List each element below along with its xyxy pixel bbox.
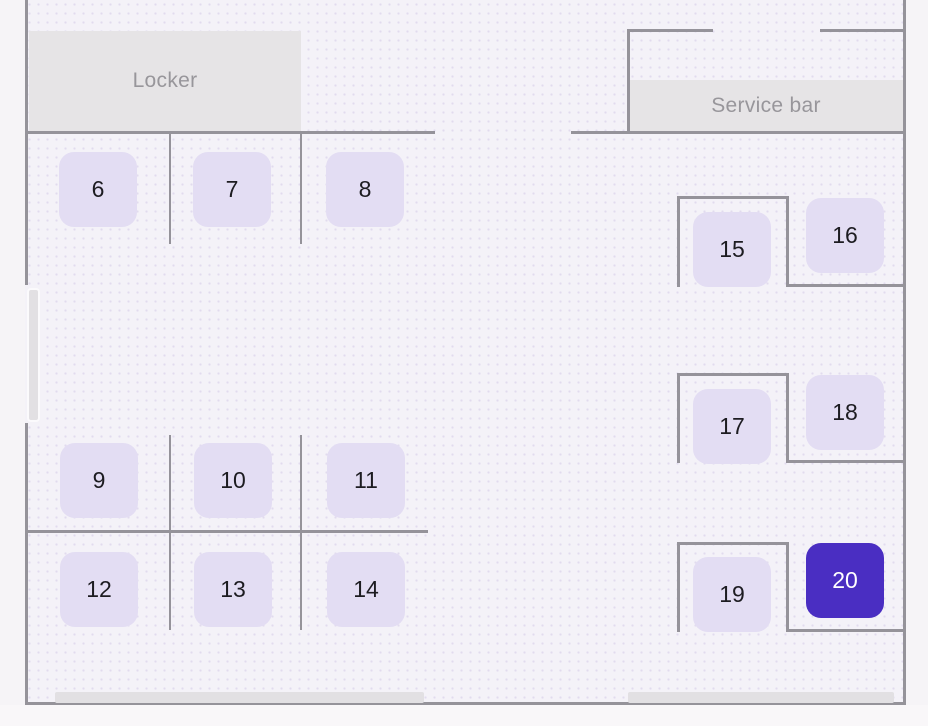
wall-right — [903, 0, 906, 705]
wall-left-lower — [25, 423, 28, 705]
wall-servicebar-left — [627, 29, 630, 133]
divider-6-7 — [169, 133, 171, 244]
divider-7-8 — [300, 133, 302, 244]
door-marker-bottom-left — [55, 692, 424, 703]
booth-shelf-18 — [786, 460, 906, 463]
table-17[interactable]: 17 — [693, 389, 771, 464]
locker-area: Locker — [29, 31, 301, 131]
wall-bottom — [25, 702, 906, 705]
divider-10-11 — [300, 435, 302, 531]
locker-label: Locker — [132, 69, 198, 92]
divider-9-10 — [169, 435, 171, 531]
wall-mid-right — [571, 131, 906, 134]
wall-servicebar-top-right — [820, 29, 906, 32]
booth-wall-19 — [677, 542, 789, 632]
booth-shelf-20 — [786, 629, 906, 632]
wall-left-upper — [25, 0, 28, 285]
outside-bottom-area — [0, 705, 928, 726]
table-8[interactable]: 8 — [326, 152, 404, 227]
booth-wall-17 — [677, 373, 789, 463]
service-bar-label: Service bar — [711, 93, 821, 117]
door-marker-left-wall — [27, 288, 40, 422]
table-16[interactable]: 16 — [806, 198, 884, 273]
table-15[interactable]: 15 — [693, 212, 771, 287]
divider-row-9-12 — [28, 530, 428, 533]
wall-servicebar-top-left — [627, 29, 713, 32]
table-20[interactable]: 20 — [806, 543, 884, 618]
table-7[interactable]: 7 — [193, 152, 271, 227]
table-11[interactable]: 11 — [327, 443, 405, 518]
table-10[interactable]: 10 — [194, 443, 272, 518]
wall-mid-left — [25, 131, 435, 134]
table-19[interactable]: 19 — [693, 557, 771, 632]
booth-wall-15 — [677, 196, 789, 287]
table-6[interactable]: 6 — [59, 152, 137, 227]
table-18[interactable]: 18 — [806, 375, 884, 450]
table-14[interactable]: 14 — [327, 552, 405, 627]
booth-shelf-16 — [786, 284, 906, 287]
service-bar-area: Service bar — [629, 80, 903, 131]
table-13[interactable]: 13 — [194, 552, 272, 627]
table-9[interactable]: 9 — [60, 443, 138, 518]
divider-13-14 — [300, 533, 302, 630]
door-marker-bottom-right — [628, 692, 894, 703]
table-12[interactable]: 12 — [60, 552, 138, 627]
divider-12-13 — [169, 533, 171, 630]
